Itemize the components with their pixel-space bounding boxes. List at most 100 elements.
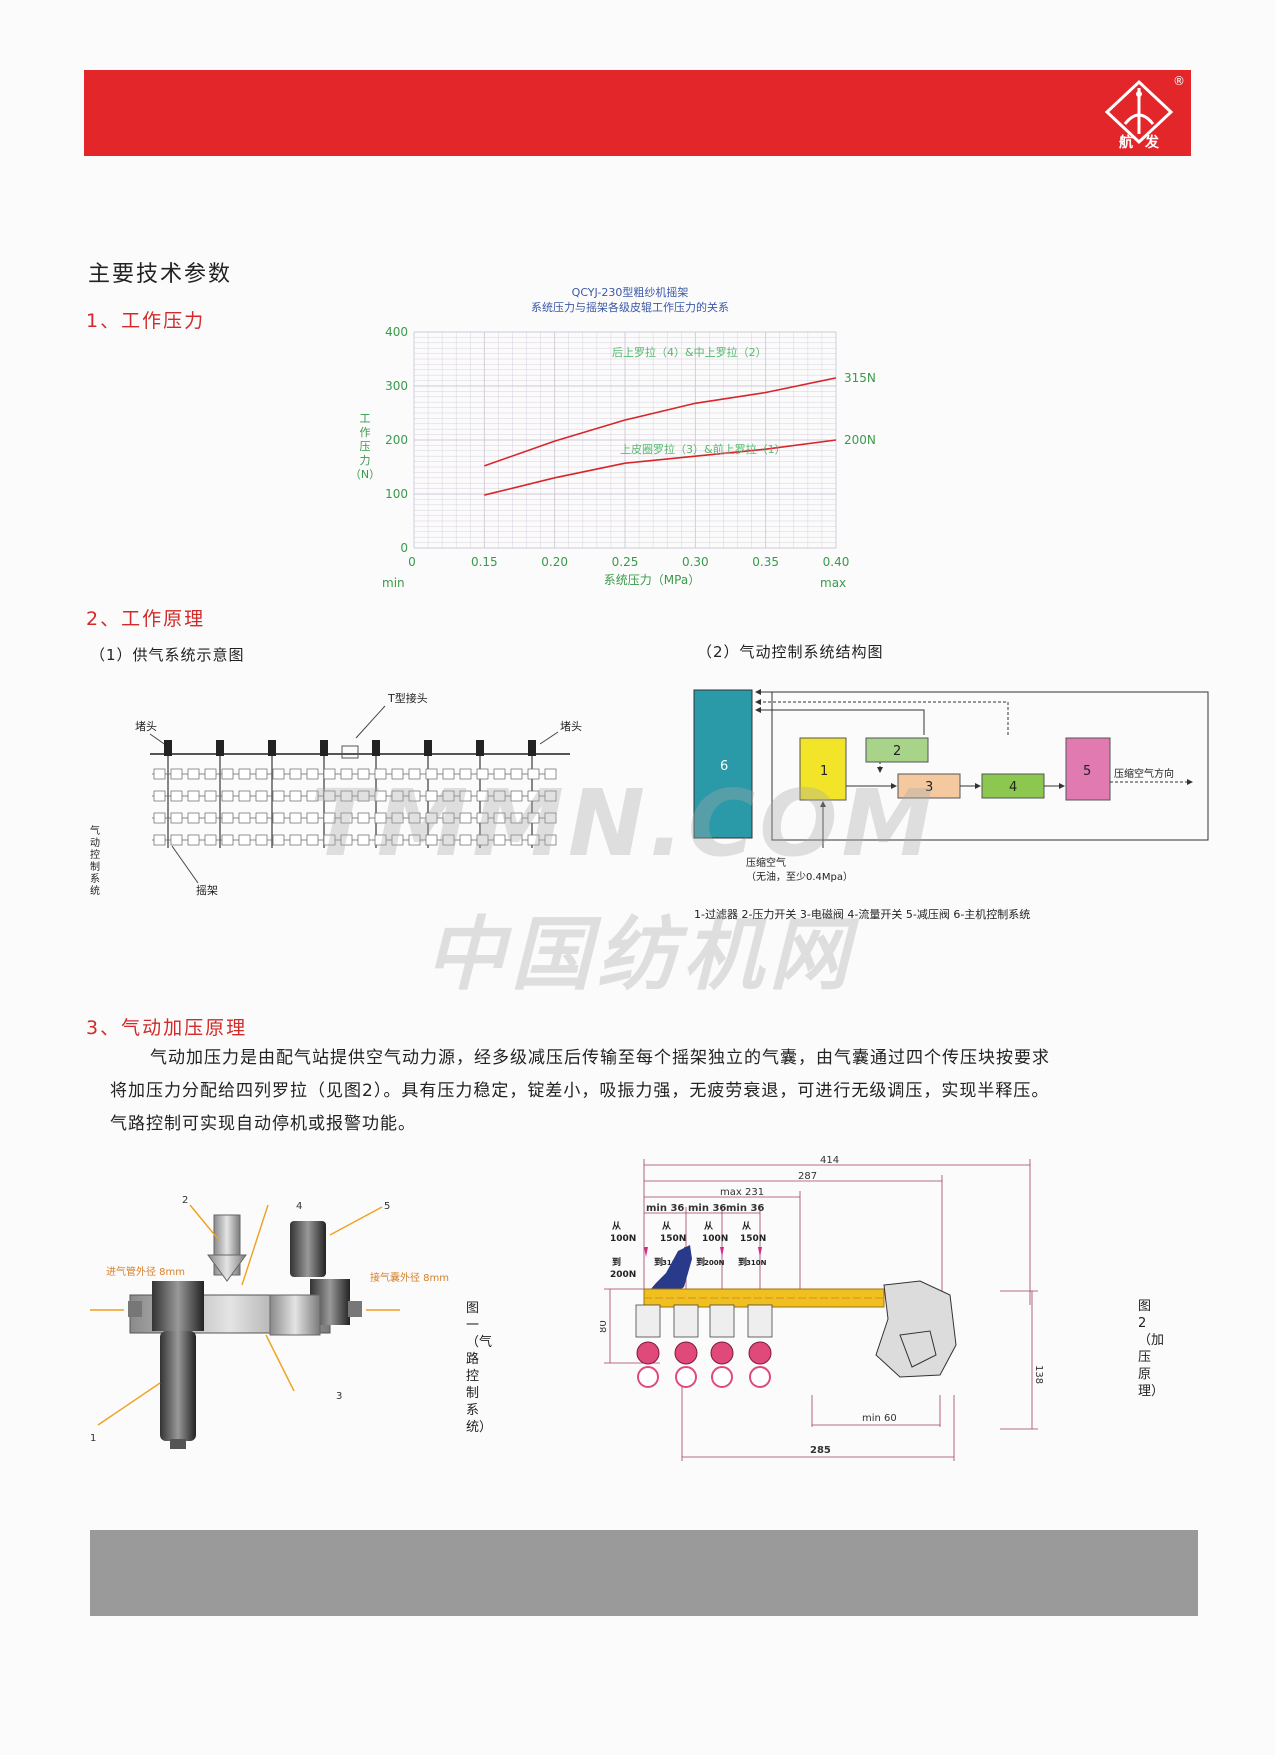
series-line-1: [484, 439, 837, 496]
x-axis-label: 系统压力（MPa）: [604, 573, 700, 587]
chart-subtitle: 系统压力与摇架各级皮辊工作压力的关系: [531, 300, 729, 314]
fig1-num-2: 2: [182, 1195, 188, 1206]
to-label-1: 到: [612, 1256, 621, 1268]
top-roller-2: [710, 1341, 734, 1365]
x-tick-0.20: 0.20: [541, 555, 568, 569]
dim-max231: max 231: [720, 1187, 764, 1198]
figure-1-caption: 图一（气路控制系统）: [466, 1301, 493, 1435]
plug-right-label: 堵头: [560, 719, 582, 733]
watermark-site-name: 中国纺机网: [425, 908, 855, 1001]
block-3-label: 3: [925, 780, 933, 795]
y-axis-label-4: （N）: [350, 468, 380, 481]
footer-bar: [90, 1530, 1198, 1616]
plug-post-5: [424, 740, 432, 756]
bottom-roller-3: [749, 1366, 771, 1388]
series-name-1: 上皮圈罗拉（3）&前上罗拉（1）: [620, 442, 786, 456]
section-1-heading: 1、工作压力: [86, 310, 206, 332]
control-diagram-title: （2）气动控制系统结构图: [697, 643, 884, 661]
figure-1-assembly: 1 2 3 4 5 进气管外径 8mm 接气囊外径 8mm: [90, 1195, 449, 1449]
paragraph-line-1: 气动加压力是由配气站提供空气动力源，经多级减压后传输至每个摇架独立的气囊，由气囊…: [150, 1048, 1050, 1068]
t-joint-label: T型接头: [387, 691, 428, 705]
block-4-label: 4: [1009, 780, 1017, 795]
brand-name: 航发: [1119, 135, 1171, 151]
fig1-num-5: 5: [384, 1201, 390, 1212]
block-6-label: 6: [720, 759, 728, 774]
dim-285: 285: [810, 1445, 831, 1456]
from-label-2: 从: [662, 1221, 671, 1232]
to-val-4: 310N: [746, 1259, 767, 1267]
plug-post-4: [372, 740, 380, 756]
block-6: [693, 689, 753, 839]
header-bar: ® 航发: [84, 70, 1191, 156]
y-axis-label-3: 力: [360, 454, 371, 467]
frame-label: 摇架: [196, 883, 218, 897]
series-end-label-1: 200N: [844, 433, 876, 447]
top-roller-1: [674, 1341, 698, 1365]
x-tick-0.25: 0.25: [612, 555, 639, 569]
series-line-0: [484, 377, 837, 467]
section-2-heading: 2、工作原理: [86, 608, 206, 630]
y-tick-100: 100: [385, 487, 408, 501]
air-in-label: 压缩空气: [746, 856, 786, 869]
to-val-3: 200N: [704, 1259, 725, 1267]
dim-80: 80: [600, 1320, 609, 1333]
paragraph-line-2: 将加压力分配给四列罗拉（见图2）。具有压力稳定，锭差小，吸振力强，无疲劳衰退，可…: [110, 1081, 1050, 1101]
y-axis-label-1: 作: [360, 426, 371, 439]
fig1-in-pipe-label: 进气管外径 8mm: [106, 1265, 185, 1278]
plug-post-6: [476, 740, 484, 756]
dim-138: 138: [1033, 1365, 1044, 1384]
series-end-label-0: 315N: [844, 371, 876, 385]
from-val-3: 100N: [702, 1234, 728, 1244]
x-tick-0.40: 0.40: [823, 555, 850, 569]
pressure-block-0: [635, 1304, 661, 1338]
brand-logo: [1104, 79, 1174, 145]
dim-min36-1: min 36: [646, 1203, 684, 1214]
y-tick-300: 300: [385, 379, 408, 393]
plug-post-3: [320, 740, 328, 756]
supply-diagram-title: （1）供气系统示意图: [90, 646, 245, 664]
block-3: [897, 773, 961, 799]
dim-min36-3: min 36: [726, 1203, 764, 1214]
block-1: [799, 737, 847, 801]
control-system-diagram: 6 1 2 3 4 5 压缩空气方向 压缩空气 （无油，至少0.4Mpa） 1-…: [693, 689, 1209, 921]
pressure-block-2: [709, 1304, 735, 1338]
y-axis-label-0: 工: [360, 412, 371, 425]
block-4: [981, 773, 1045, 799]
from-label-1: 从: [612, 1221, 621, 1232]
figure-2-caption: 图2（加压原理）: [1138, 1299, 1165, 1399]
from-val-1: 100N: [610, 1234, 636, 1244]
control-system-label-4: 系: [90, 873, 100, 885]
block-1-label: 1: [820, 764, 828, 779]
bottom-roller-0: [637, 1366, 659, 1388]
from-label-3: 从: [704, 1221, 713, 1232]
x-tick-0.35: 0.35: [752, 555, 779, 569]
dim-414: 414: [820, 1155, 839, 1166]
bottom-roller-2: [711, 1366, 733, 1388]
supply-system-diagram: T型接头 堵头 堵头 气动控制系统 摇架: [90, 691, 582, 897]
y-tick-0: 0: [400, 541, 408, 555]
fig1-num-1: 1: [90, 1433, 96, 1444]
y-axis-label-2: 压: [360, 440, 371, 453]
fig1-num-4: 4: [296, 1201, 302, 1212]
top-roller-3: [748, 1341, 772, 1365]
control-system-label-0: 气: [90, 824, 100, 837]
fig1-out-pipe-label: 接气囊外径 8mm: [370, 1271, 449, 1284]
pressure-block-1: [673, 1304, 699, 1338]
block-5: [1065, 737, 1111, 801]
block-5-label: 5: [1083, 764, 1091, 779]
x-tick-0.30: 0.30: [682, 555, 709, 569]
from-label-4: 从: [742, 1221, 751, 1232]
paragraph-line-3: 气路控制可实现自动停机或报警功能。: [110, 1114, 416, 1134]
control-system-label-1: 动: [90, 837, 100, 849]
pressure-principle-paragraph: 气动加压力是由配气站提供空气动力源，经多级减压后传输至每个摇架独立的气囊，由气囊…: [110, 1042, 1190, 1141]
to-label-4: 到: [738, 1256, 747, 1268]
bottom-roller-1: [675, 1366, 697, 1388]
x-min-label: min: [382, 576, 405, 590]
from-val-2: 150N: [660, 1234, 686, 1244]
dim-287: 287: [798, 1171, 817, 1182]
from-val-4: 150N: [740, 1234, 766, 1244]
registered-mark: ®: [1173, 74, 1185, 88]
series-name-0: 后上罗拉（4）&中上罗拉（2）: [612, 345, 767, 359]
pressure-chart: QCYJ-230型粗纱机摇架 系统压力与摇架各级皮辊工作压力的关系 010020…: [350, 285, 876, 590]
y-tick-400: 400: [385, 325, 408, 339]
